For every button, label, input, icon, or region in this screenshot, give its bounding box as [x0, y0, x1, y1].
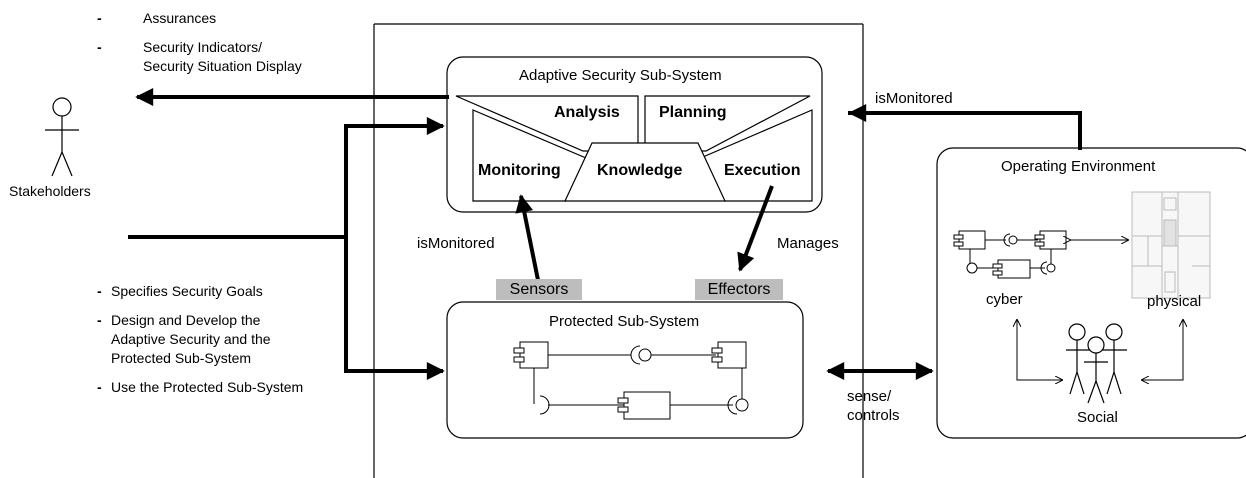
planning-label: Planning: [659, 104, 727, 121]
protected-subsystem-text: Protected Sub-System: [111, 350, 252, 366]
knowledge-label: Knowledge: [597, 162, 683, 179]
adaptive-security-and-text: Adaptive Security and the: [111, 331, 271, 347]
sensors-to-monitoring-arrow: [515, 194, 540, 281]
protected-subsystem-title: Protected Sub-System: [549, 313, 700, 330]
effectors-tag: Effectors: [695, 279, 783, 300]
controls-label: controls: [847, 407, 900, 424]
protected-subsystem-box: [446, 301, 804, 439]
execution-label: Execution: [724, 162, 801, 179]
stakeholders-label: Stakeholders: [9, 183, 91, 199]
assurances-text: Assurances: [143, 10, 217, 26]
social-figures: [1066, 323, 1127, 404]
stakeholder-figure: [45, 97, 79, 177]
bullet: -: [97, 283, 102, 299]
knowledge-shape: [564, 142, 726, 202]
bullet: -: [97, 10, 102, 26]
social-label: Social: [1077, 409, 1118, 426]
cyber-label: cyber: [986, 291, 1023, 308]
manages-label: Manages: [777, 235, 839, 252]
bullet: -: [97, 379, 102, 395]
is-monitored-left-label: isMonitored: [417, 235, 495, 252]
protected-components: [513, 341, 749, 420]
bullet: -: [97, 39, 102, 55]
adaptive-security-title: Adaptive Security Sub-System: [519, 67, 722, 84]
monitoring-label: Monitoring: [478, 162, 561, 179]
execution-to-effectors-arrow: [737, 185, 774, 272]
specifies-goals-text: Specifies Security Goals: [111, 283, 263, 299]
security-situation-text: Security Situation Display: [143, 58, 302, 74]
analysis-label: Analysis: [554, 104, 620, 121]
cyber-components: [953, 230, 1067, 279]
environment-monitored-line: [848, 111, 1082, 150]
bullet: -: [97, 312, 102, 328]
planning-shape: [644, 95, 811, 152]
operating-environment-title: Operating Environment: [1001, 158, 1156, 175]
sense-label: sense/: [847, 388, 892, 405]
sensors-tag: Sensors: [496, 279, 582, 300]
security-indicators-text: Security Indicators/: [143, 39, 263, 55]
floor-plan-image: [1131, 191, 1211, 299]
is-monitored-right-label: isMonitored: [875, 90, 953, 107]
use-protected-text: Use the Protected Sub-System: [111, 379, 304, 395]
physical-label: physical: [1147, 293, 1202, 310]
design-develop-text: Design and Develop the: [111, 312, 261, 328]
